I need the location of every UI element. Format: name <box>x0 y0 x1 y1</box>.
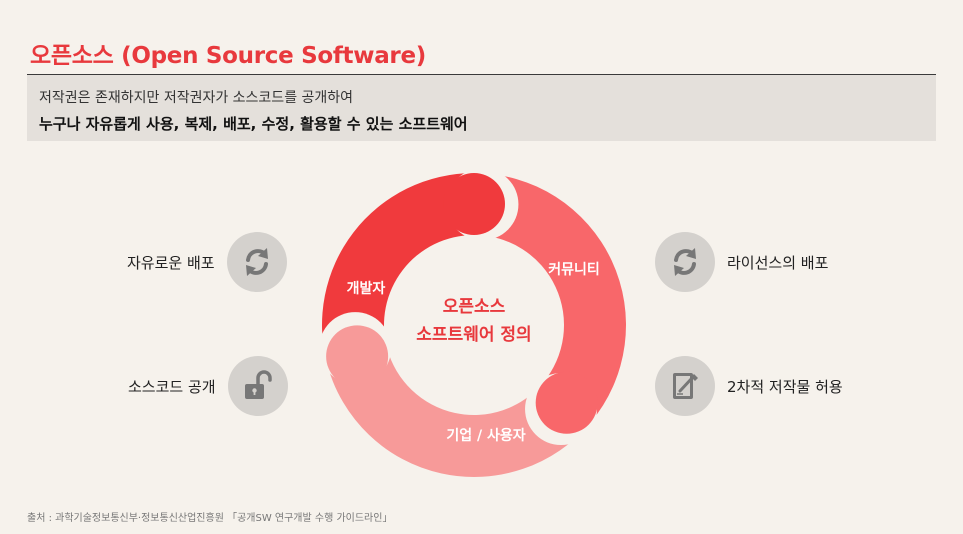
ring-segment-community <box>474 173 627 423</box>
center-title-line-1: 오픈소스 <box>443 297 506 317</box>
ring-segment-enterprise-user <box>327 348 591 477</box>
definition-box: 저작권은 존재하지만 저작권자가 소스코드를 공개하여 누구나 자유롭게 사용,… <box>27 75 936 141</box>
refresh-icon <box>655 232 715 292</box>
ring-cap-developer <box>443 173 505 235</box>
feature-free-distribution-label: 자유로운 배포 <box>127 253 215 272</box>
page-title: 오픈소스 (Open Source Software) <box>30 43 426 69</box>
feature-source-open: 소스코드 공개 <box>128 356 288 416</box>
feature-license-distribution: 라이선스의 배포 <box>655 232 828 292</box>
feature-license-distribution-label: 라이선스의 배포 <box>727 253 829 272</box>
title-divider <box>27 74 936 75</box>
unlock-icon <box>227 356 288 416</box>
feature-source-open-label: 소스코드 공개 <box>128 377 216 396</box>
refresh-icon <box>226 232 287 292</box>
definition-line-2: 누구나 자유롭게 사용, 복제, 배포, 수정, 활용할 수 있는 소프트웨어 <box>39 115 468 133</box>
feature-free-distribution: 자유로운 배포 <box>127 232 287 292</box>
center-title-line-2: 소프트웨어 정의 <box>416 325 531 345</box>
feature-derivative-work-label: 2차적 저작물 허용 <box>727 377 843 396</box>
edit-document-icon <box>655 356 715 416</box>
source-citation: 출처 : 과학기술정보통신부·정보통신산업진흥원 「공개SW 연구개발 수행 가… <box>27 513 393 524</box>
feature-derivative-work: 2차적 저작물 허용 <box>655 356 843 416</box>
definition-line-1: 저작권은 존재하지만 저작권자가 소스코드를 공개하여 <box>39 90 354 106</box>
segment-label-developer: 개발자 <box>347 280 386 297</box>
ring-cap-enterprise-user <box>326 325 389 388</box>
segment-label-community: 커뮤니티 <box>548 262 600 278</box>
ring-cap-community <box>535 371 598 434</box>
segment-label-enterprise-user: 기업 / 사용자 <box>446 428 525 444</box>
